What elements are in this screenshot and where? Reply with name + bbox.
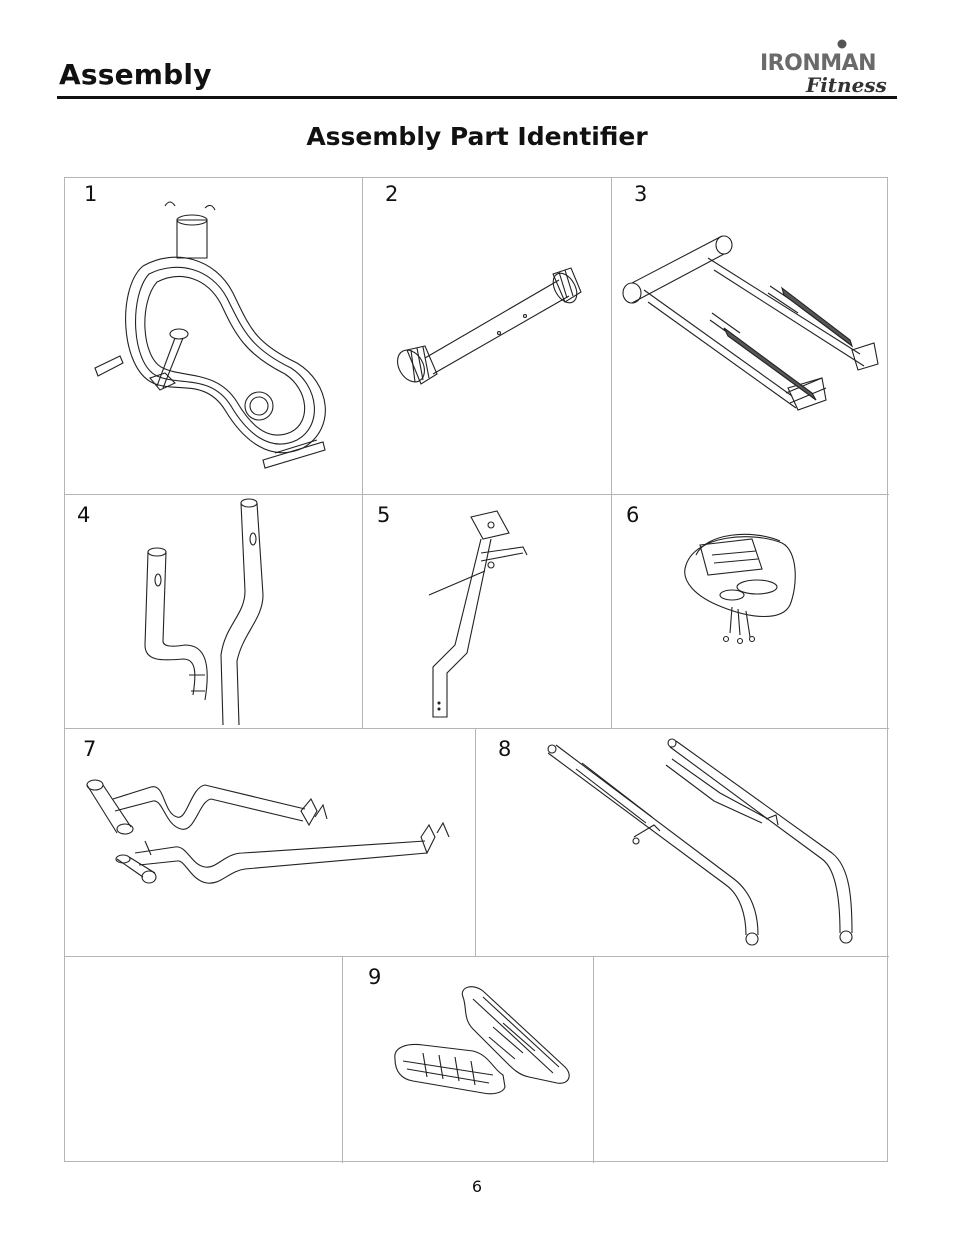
part-number: 8 — [498, 737, 512, 761]
pedal-arms-icon — [86, 779, 450, 884]
main-frame-icon — [94, 201, 326, 469]
page-number: 6 — [471, 1177, 483, 1196]
page-header-title: Assembly — [59, 58, 212, 91]
handlebar-posts-icon — [144, 498, 264, 726]
part-number: 7 — [83, 737, 97, 761]
part-cell-6: 6 — [612, 495, 889, 729]
console-computer-icon — [684, 533, 796, 645]
part-number: 1 — [84, 182, 98, 206]
header-divider — [57, 96, 897, 99]
svg-text:IRONMAN: IRONMAN — [760, 51, 876, 76]
part-cell-4: 4 — [65, 495, 363, 729]
part-number: 6 — [626, 503, 640, 527]
console-mast-icon — [428, 510, 528, 718]
section-title: Assembly Part Identifier — [306, 122, 648, 151]
ironman-fitness-logo: IRONMAN Fitness — [758, 38, 900, 97]
part-cell-9: 9 — [343, 957, 594, 1163]
foot-pedals-icon — [394, 986, 570, 1095]
parts-grid: 1 2 — [64, 177, 889, 1163]
svg-text:Fitness: Fitness — [805, 73, 887, 96]
part-number: 9 — [368, 965, 382, 989]
part-number: 3 — [634, 182, 648, 206]
part-cell-8: 8 — [476, 729, 889, 957]
part-number: 2 — [385, 182, 399, 206]
swing-arms-icon — [547, 738, 853, 946]
part-cell-7: 7 — [65, 729, 476, 957]
part-cell-1: 1 — [65, 178, 363, 495]
part-number: 4 — [77, 503, 91, 527]
part-cell-3: 3 — [612, 178, 889, 495]
part-cell-2: 2 — [363, 178, 612, 495]
empty-cell-left — [65, 957, 343, 1163]
part-number: 5 — [377, 503, 391, 527]
empty-cell-right — [594, 957, 889, 1163]
front-stabilizer-tube-icon — [397, 267, 582, 385]
part-cell-5: 5 — [363, 495, 612, 729]
rear-stabilizer-frame-icon — [622, 235, 879, 411]
